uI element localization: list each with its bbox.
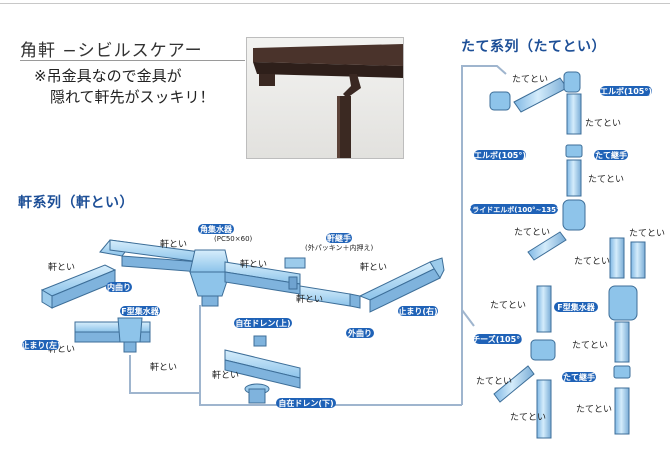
slide-elbow — [562, 199, 586, 231]
badge-elbow-b: エルボ(105°) — [600, 86, 652, 96]
connector-f-collector — [129, 355, 200, 394]
title-underline — [20, 60, 245, 61]
badge-f-shusuiki-eaves: F型集水器 — [121, 306, 159, 316]
product-photo — [246, 37, 404, 159]
connector-vertical — [461, 65, 507, 405]
vertical-badges: エルボ(105°) エルボ(105°) たて継手 スライドエルボ(100°~13… — [465, 86, 652, 382]
eaves-badges: 角集水器 軒継手 内曲り 止まり(左) F型集水器 自在ドレン(上) 外曲り 止… — [21, 224, 438, 408]
eaves-parts — [40, 239, 445, 404]
label-tate-toi-2: たてとい — [585, 118, 621, 129]
badge-elbow-a: エルボ(105°) — [474, 150, 526, 160]
pipe-diag-cheese — [493, 365, 535, 403]
f-collector-outlet — [123, 341, 137, 353]
stop-left — [41, 289, 53, 309]
label-tate-toi-10: たてとい — [510, 412, 546, 423]
badge-soto-magari: 外曲り — [348, 328, 372, 338]
top-divider — [0, 3, 670, 4]
label-tate-toi-7: たてとい — [490, 300, 526, 311]
pipe-v2 — [566, 159, 582, 197]
badge-f-shusuiki-vertical: F型集水器 — [557, 302, 595, 312]
label-tate-toi-9: たてとい — [476, 376, 512, 387]
vertical-parts — [489, 71, 646, 439]
label-noki-toi-3: 軒とい — [240, 259, 267, 270]
vertical-section-title: たて系列（たてとい） — [461, 39, 606, 55]
badge-slide-elbow: スライドエルボ(100°~135°) — [465, 205, 563, 214]
tate-joint-a — [565, 144, 583, 158]
label-noki-toi-2: 軒とい — [160, 239, 187, 250]
label-noki-toi-5: 軒とい — [296, 294, 323, 305]
stop-right — [429, 257, 445, 280]
badge-kaku-shusuiki: 角集水器 — [200, 224, 233, 234]
f-collector-body — [117, 317, 143, 343]
pipe-v1 — [566, 93, 582, 135]
label-tate-toi-11: たてとい — [576, 404, 612, 415]
label-kaku-size: (PC50×60) — [214, 235, 253, 243]
badge-uchi-magari: 内曲り — [107, 282, 131, 292]
tate-joint-b — [613, 365, 631, 379]
f-collector-vertical — [608, 285, 638, 321]
label-noki-toi-4: 軒とい — [360, 262, 387, 273]
connector-main — [199, 305, 462, 406]
label-tate-toi-1: たてとい — [512, 74, 548, 85]
outer-corner — [349, 293, 361, 309]
label-tate-toi-8: たてとい — [572, 340, 608, 351]
feature-note: ※吊金具なので金具が 隠れて軒先がスッキリ！ — [34, 66, 215, 108]
pipe-v8 — [614, 387, 630, 435]
badge-cheese: チーズ(105°) — [472, 334, 524, 344]
pipe-v6 — [536, 379, 552, 439]
gutter-photo-illustration — [253, 44, 403, 158]
cheese — [530, 339, 556, 361]
pipe-v3 — [609, 237, 625, 279]
label-noki-toi-8: 軒とい — [212, 370, 239, 381]
badge-jizai-drain-top: 自在ドレン(上) — [235, 318, 290, 328]
pipe-diag-low — [527, 231, 567, 261]
square-collector-body — [189, 271, 231, 297]
badge-jizai-drain-bottom: 自在ドレン(下) — [278, 398, 333, 408]
drain-top-part — [253, 335, 267, 347]
label-noki-toi-6: 軒とい — [48, 344, 75, 355]
eaves-joint — [288, 276, 298, 290]
badge-tate-tsugite-b: たて継手 — [563, 372, 595, 382]
label-noki-toi-1: 軒とい — [48, 262, 75, 273]
square-collector-outlet — [201, 295, 219, 307]
square-collector — [189, 249, 231, 273]
label-tate-toi-3: たてとい — [588, 174, 624, 185]
label-noki-tsugite-note: (外パッキン＋内押え) — [305, 243, 374, 252]
eaves-joint-sample — [284, 257, 306, 269]
badge-tomari-migi: 止まり(右) — [398, 306, 437, 316]
label-tate-toi-4: たてとい — [514, 227, 550, 238]
drain-gutter-side — [224, 359, 301, 389]
badge-tomari-hidari: 止まり(左) — [21, 340, 60, 350]
badge-tate-tsugite-a: たて継手 — [595, 150, 627, 160]
badge-noki-tsugite: 軒継手 — [327, 233, 351, 243]
note-line-1: ※吊金具なので金具が — [34, 67, 182, 85]
connector-lines — [129, 65, 507, 406]
eaves-section-title: 軒系列（軒とい） — [18, 195, 134, 211]
elbow-b — [563, 71, 581, 93]
label-tate-toi-5: たてとい — [574, 256, 610, 267]
pipe-v5 — [536, 285, 552, 333]
connector-cheese — [461, 309, 475, 327]
page-title: 角軒 −シビルスケアー — [20, 41, 203, 61]
pipe-v4 — [630, 241, 646, 279]
elbow-a — [489, 91, 511, 111]
label-noki-toi-7: 軒とい — [150, 362, 177, 373]
label-tate-toi-6: たてとい — [629, 228, 665, 239]
note-line-2: 隠れて軒先がスッキリ！ — [50, 88, 215, 106]
drain-bottom-body — [248, 388, 266, 404]
pipe-v7 — [614, 321, 630, 363]
